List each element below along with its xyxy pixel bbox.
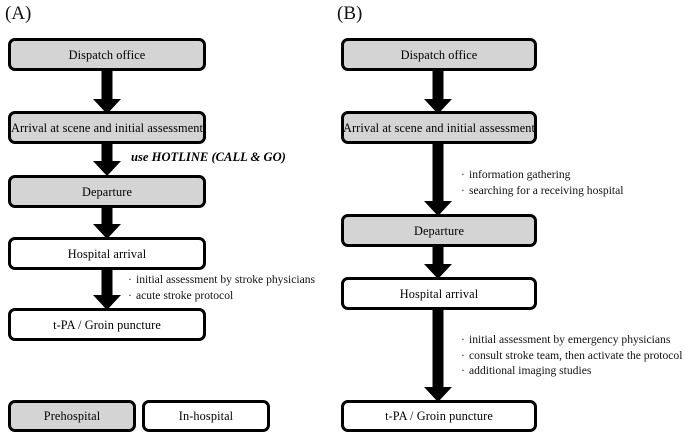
arrow-head [93, 99, 121, 114]
legend-item-prehospital[interactable]: Prehospital [8, 400, 136, 432]
node-a-tpa-groin-puncture[interactable]: t-PA / Groin puncture [8, 308, 206, 341]
annotation-text: initial assessment by stroke physicians [136, 273, 316, 286]
arrow-b-arrival-to-departure [424, 142, 452, 216]
node-a-departure[interactable]: Departure [8, 175, 206, 208]
node-b-arrival-at-scene[interactable]: Arrival at scene and initial assessment [341, 111, 537, 144]
bullet-glyph: · [128, 273, 132, 286]
arrow-shaft [432, 308, 444, 388]
annotation-line: · searching for a receiving hospital [461, 183, 624, 199]
annotation-text: searching for a receiving hospital [469, 183, 624, 197]
node-b-tpa-groin-puncture[interactable]: t-PA / Groin puncture [341, 400, 537, 432]
arrow-shaft [101, 69, 113, 100]
arrow-a-arrival-to-departure [93, 142, 121, 176]
arrow-head [93, 161, 121, 176]
node-a-dispatch-office[interactable]: Dispatch office [8, 38, 206, 71]
arrow-shaft [432, 69, 444, 100]
annotation-line: · additional imaging studies [461, 363, 682, 379]
annotation-text: initial assessment by emergency physicia… [469, 333, 671, 346]
arrow-shaft [432, 245, 444, 265]
annotation-text: additional imaging studies [469, 364, 592, 377]
arrow-a-departure-to-hospital [93, 206, 121, 239]
legend-item-in-hospital[interactable]: In-hospital [142, 400, 270, 432]
annotation-b-upper: · information gathering · searching for a … [461, 167, 624, 198]
annotation-a-hospital: · initial assessment by stroke physicians… [128, 272, 315, 303]
bullet-glyph: · [461, 364, 465, 377]
annotation-line: · acute stroke protocol [128, 288, 315, 304]
annotation-line: · consult stroke team, then activate the … [461, 348, 682, 364]
arrow-head [93, 295, 121, 310]
bullet-glyph: · [461, 333, 465, 346]
arrow-b-hospital-to-tpa [424, 308, 452, 402]
annotation-line: · information gathering [461, 167, 624, 183]
arrow-shaft [101, 142, 113, 162]
node-a-hospital-arrival[interactable]: Hospital arrival [8, 237, 206, 270]
annotation-text: acute stroke protocol [136, 288, 234, 302]
bullet-glyph: · [461, 168, 465, 181]
edge-label-a-hotline: use HOTLINE (CALL & GO) [131, 150, 286, 164]
arrow-head [424, 387, 452, 402]
node-a-arrival-at-scene[interactable]: Arrival at scene and initial assessment [8, 111, 206, 144]
arrow-a-dispatch-to-arrival [93, 69, 121, 114]
arrow-shaft [101, 206, 113, 225]
arrow-b-departure-to-hospital [424, 245, 452, 279]
annotation-line: · initial assessment by stroke physicians [128, 272, 315, 288]
panel-label-a: (A) [5, 3, 32, 24]
bullet-glyph: · [128, 288, 132, 302]
bullet-glyph: · [461, 183, 465, 197]
annotation-line: · initial assessment by emergency physici… [461, 332, 682, 348]
arrow-head [424, 264, 452, 279]
node-b-hospital-arrival[interactable]: Hospital arrival [341, 277, 537, 310]
arrow-shaft [101, 268, 113, 296]
annotation-text: consult stroke team, then activate the p… [469, 348, 683, 362]
panel-label-b: (B) [337, 3, 363, 24]
arrow-head [93, 224, 121, 239]
arrow-a-hospital-to-tpa [93, 268, 121, 310]
node-b-dispatch-office[interactable]: Dispatch office [341, 38, 537, 71]
node-b-departure[interactable]: Departure [341, 214, 537, 247]
annotation-b-lower: · initial assessment by emergency physici… [461, 332, 682, 379]
bullet-glyph: · [461, 348, 465, 362]
arrow-head [424, 201, 452, 216]
arrow-b-dispatch-to-arrival [424, 69, 452, 114]
arrow-shaft [432, 142, 444, 202]
annotation-text: information gathering [469, 168, 571, 181]
arrow-head [424, 99, 452, 114]
